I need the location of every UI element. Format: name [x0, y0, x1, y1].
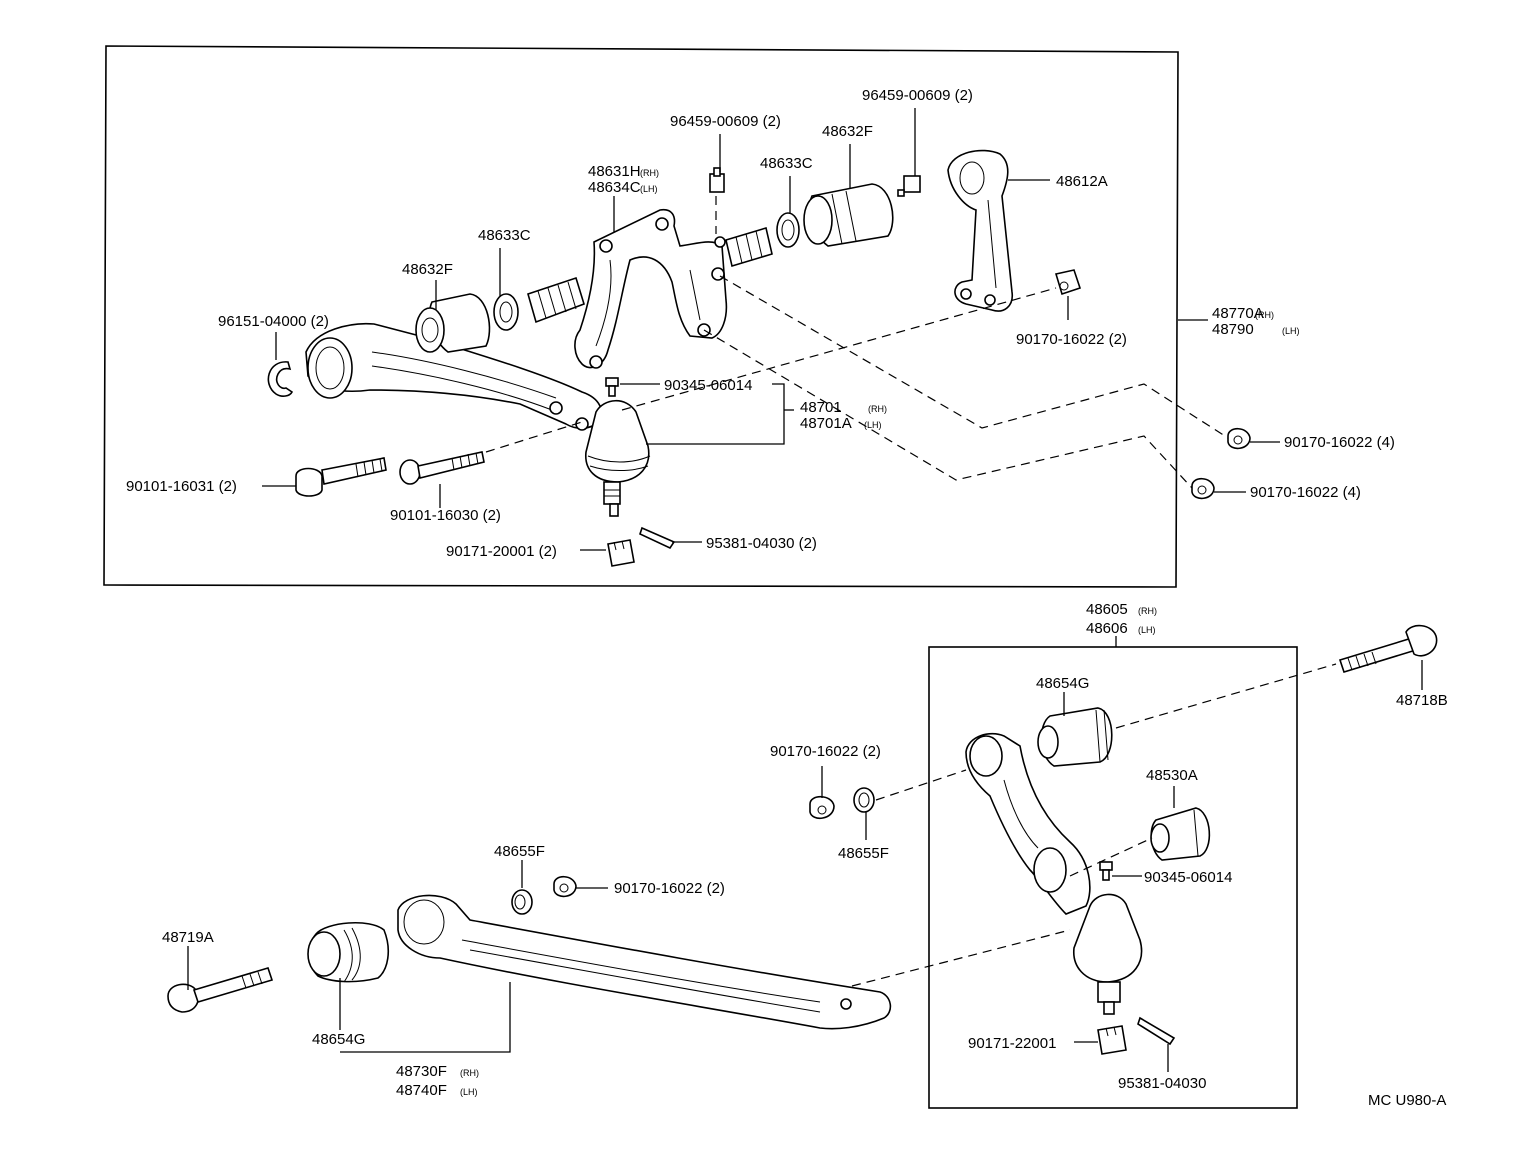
label-48701A-side: (LH) [864, 420, 882, 430]
label-48740F-side: (LH) [460, 1087, 478, 1097]
castle-nut-lower-part [1097, 1025, 1127, 1055]
spacer-48633C-left-part [493, 293, 519, 331]
label-48790-side: (LH) [1282, 326, 1300, 336]
label-48606-side: (LH) [1138, 625, 1156, 635]
link-48612A-part [947, 149, 1014, 312]
grease-fitting-left-part [709, 167, 725, 193]
bushing-48632F-left-part [415, 293, 491, 353]
bushing-48654G-left-part [307, 921, 390, 983]
lower-arm-48605-part [965, 732, 1091, 915]
threaded-bush-right-part [725, 226, 773, 268]
label-48631H-side: (RH) [640, 168, 659, 178]
spacer-48655F-mid-part [511, 889, 533, 915]
diagram-code: MC U980-A [1368, 1092, 1446, 1109]
nut-90170-lower-a-part [809, 795, 835, 819]
label-90170-lower-a: 90170-16022 (2) [770, 743, 881, 760]
label-90171-lower: 90171-22001 [968, 1035, 1056, 1052]
label-48790: 48790 [1212, 321, 1254, 338]
alignment-line [875, 769, 967, 801]
lower-assembly-frame [928, 646, 1298, 1109]
label-90170-upper: 90170-16022 (2) [1016, 331, 1127, 348]
label-48740F: 48740F [396, 1082, 447, 1099]
label-48605-side: (RH) [1138, 606, 1157, 616]
snap-ring-part [267, 361, 294, 397]
strut-rod-48730F-part [397, 894, 892, 1030]
label-48701A: 48701A [800, 415, 852, 432]
label-96459-right: 96459-00609 (2) [862, 87, 973, 104]
bushing-48632F-top-part [803, 183, 894, 247]
spacer-48655F-right-part [853, 787, 875, 813]
label-95381-upper: 95381-04030 (2) [706, 535, 817, 552]
label-48770A: 48770A [1212, 305, 1264, 322]
label-90171-upper: 90171-20001 (2) [446, 543, 557, 560]
alignment-line [1115, 663, 1337, 729]
bolt-90101-16030-part [399, 451, 485, 485]
ball-joint-48701-part [585, 399, 651, 517]
label-48730F: 48730F [396, 1063, 447, 1080]
label-90170-lower-b: 90170-16022 (2) [614, 880, 725, 897]
ball-joint-lower-part [1073, 893, 1143, 1015]
label-95381-lower: 95381-04030 [1118, 1075, 1206, 1092]
cotter-pin-lower-part [1137, 1016, 1176, 1046]
label-48633C-top: 48633C [760, 155, 813, 172]
threaded-bush-left-part [527, 276, 585, 324]
label-90101-16031: 90101-16031 (2) [126, 478, 237, 495]
label-48605: 48605 [1086, 601, 1128, 618]
label-90345-upper: 90345-06014 [664, 377, 752, 394]
bolt-90345-lower-part [1099, 861, 1113, 881]
bolt-48719A-part [167, 967, 274, 1013]
leader-line [340, 982, 511, 1053]
label-48634C: 48634C [588, 179, 641, 196]
label-48634C-side: (LH) [640, 184, 658, 194]
leader-line [646, 383, 785, 445]
bolt-90101-16031-part [295, 457, 387, 497]
cotter-pin-upper-part [639, 526, 676, 550]
label-90345-lower: 90345-06014 [1144, 869, 1232, 886]
alignment-line [485, 421, 583, 453]
label-48633C-left: 48633C [478, 227, 531, 244]
bushing-48654G-top-part [1037, 707, 1113, 767]
label-48719A: 48719A [162, 929, 214, 946]
nut-90170-4a-part [1227, 427, 1251, 450]
grease-fitting-right-part [897, 175, 921, 197]
label-48718B: 48718B [1396, 692, 1448, 709]
label-96151: 96151-04000 (2) [218, 313, 329, 330]
alignment-line [719, 275, 1229, 439]
label-48631H: 48631H [588, 163, 641, 180]
label-48701-side: (RH) [868, 404, 887, 414]
nut-90170-lower-b-part [553, 875, 577, 898]
nut-90170-4b-part [1191, 477, 1215, 500]
label-48654G-top: 48654G [1036, 675, 1089, 692]
label-90170-4a: 90170-16022 (4) [1284, 434, 1395, 451]
label-48770A-side: (RH) [1255, 310, 1274, 320]
bracket-48631H-part [574, 208, 728, 369]
nut-90170-upper-part [1054, 269, 1082, 296]
label-48632F-left: 48632F [402, 261, 453, 278]
alignment-line [851, 929, 1071, 987]
alignment-line [621, 287, 1057, 411]
label-48655F-right: 48655F [838, 845, 889, 862]
label-48654G-left: 48654G [312, 1031, 365, 1048]
label-90101-16030: 90101-16030 (2) [390, 507, 501, 524]
upper-assembly-frame [103, 45, 1179, 588]
label-48655F-mid: 48655F [494, 843, 545, 860]
bushing-48530A-part [1150, 807, 1211, 861]
label-96459-left: 96459-00609 (2) [670, 113, 781, 130]
castle-nut-upper-part [607, 539, 635, 567]
label-48612A: 48612A [1056, 173, 1108, 190]
bolt-48718B-part [1338, 624, 1438, 673]
alignment-line [1069, 837, 1153, 877]
label-48606: 48606 [1086, 620, 1128, 637]
label-90170-4b: 90170-16022 (4) [1250, 484, 1361, 501]
label-48730F-side: (RH) [460, 1068, 479, 1078]
upper-arm-part [305, 322, 603, 431]
bolt-90345-upper-part [605, 377, 619, 397]
spacer-48633C-top-part [776, 212, 800, 248]
label-48632F-top: 48632F [822, 123, 873, 140]
label-48701: 48701 [800, 399, 842, 416]
alignment-line [703, 329, 1193, 489]
label-48530A: 48530A [1146, 767, 1198, 784]
